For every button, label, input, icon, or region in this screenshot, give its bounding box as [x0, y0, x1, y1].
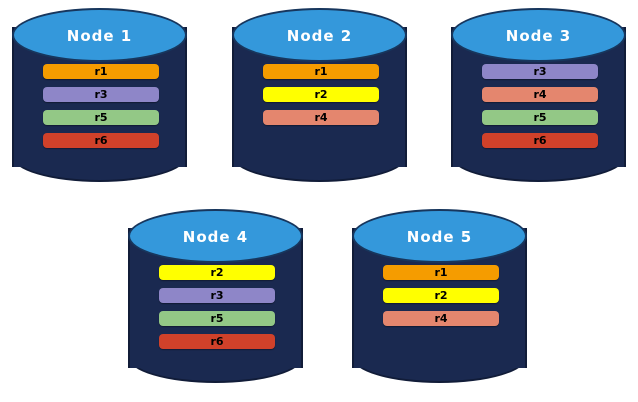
replica-row-label: r4	[434, 312, 448, 325]
cylinder-top-ellipse: Node 3	[451, 8, 626, 62]
database-node-cylinder[interactable]: Node 3 r3 r4 r5 r6	[451, 8, 626, 185]
replica-row-label: r6	[94, 134, 108, 147]
cylinder-top-ellipse: Node 4	[128, 209, 303, 263]
replica-row-bar[interactable]: r2	[159, 265, 275, 280]
replica-row-label: r1	[434, 266, 448, 279]
replica-row-label: r6	[210, 335, 224, 348]
replica-row-bar[interactable]: r2	[263, 87, 379, 102]
replica-row-list: r1 r2 r4	[383, 265, 499, 334]
replica-row-label: r3	[533, 65, 547, 78]
replica-row-label: r5	[533, 111, 547, 124]
replica-row-label: r5	[94, 111, 108, 124]
replica-row-list: r3 r4 r5 r6	[482, 64, 598, 156]
database-node-cylinder[interactable]: Node 4 r2 r3 r5 r6	[128, 209, 303, 386]
replica-row-label: r3	[210, 289, 224, 302]
replica-row-label: r2	[314, 88, 328, 101]
replica-row-bar[interactable]: r4	[263, 110, 379, 125]
replica-row-bar[interactable]: r5	[43, 110, 159, 125]
replica-row-label: r1	[94, 65, 108, 78]
node-title: Node 5	[406, 227, 473, 246]
replica-row-bar[interactable]: r3	[482, 64, 598, 79]
replica-row-bar[interactable]: r5	[159, 311, 275, 326]
replica-row-label: r4	[533, 88, 547, 101]
replica-row-label: r4	[314, 111, 328, 124]
database-node-cylinder[interactable]: Node 1 r1 r3 r5 r6	[12, 8, 187, 185]
replica-row-bar[interactable]: r6	[43, 133, 159, 148]
replica-row-label: r5	[210, 312, 224, 325]
replica-row-bar[interactable]: r1	[43, 64, 159, 79]
database-node-cylinder[interactable]: Node 2 r1 r2 r4	[232, 8, 407, 185]
node-title: Node 1	[66, 26, 133, 45]
replica-row-label: r6	[533, 134, 547, 147]
replica-row-bar[interactable]: r2	[383, 288, 499, 303]
node-title: Node 3	[505, 26, 572, 45]
replica-row-label: r2	[210, 266, 224, 279]
cylinder-top-ellipse: Node 2	[232, 8, 407, 62]
replica-row-bar[interactable]: r3	[159, 288, 275, 303]
cylinder-top-ellipse: Node 1	[12, 8, 187, 62]
database-node-cylinder[interactable]: Node 5 r1 r2 r4	[352, 209, 527, 386]
replica-row-bar[interactable]: r4	[482, 87, 598, 102]
replica-row-bar[interactable]: r1	[263, 64, 379, 79]
replica-row-bar[interactable]: r4	[383, 311, 499, 326]
replica-row-bar[interactable]: r6	[159, 334, 275, 349]
replica-row-bar[interactable]: r6	[482, 133, 598, 148]
node-title: Node 4	[182, 227, 249, 246]
replica-row-list: r2 r3 r5 r6	[159, 265, 275, 357]
replica-row-label: r3	[94, 88, 108, 101]
replica-row-bar[interactable]: r5	[482, 110, 598, 125]
node-title: Node 2	[286, 26, 353, 45]
cylinder-top-ellipse: Node 5	[352, 209, 527, 263]
replica-row-label: r2	[434, 289, 448, 302]
replica-row-bar[interactable]: r3	[43, 87, 159, 102]
replica-row-list: r1 r3 r5 r6	[43, 64, 159, 156]
replica-row-bar[interactable]: r1	[383, 265, 499, 280]
replica-row-label: r1	[314, 65, 328, 78]
replica-row-list: r1 r2 r4	[263, 64, 379, 133]
